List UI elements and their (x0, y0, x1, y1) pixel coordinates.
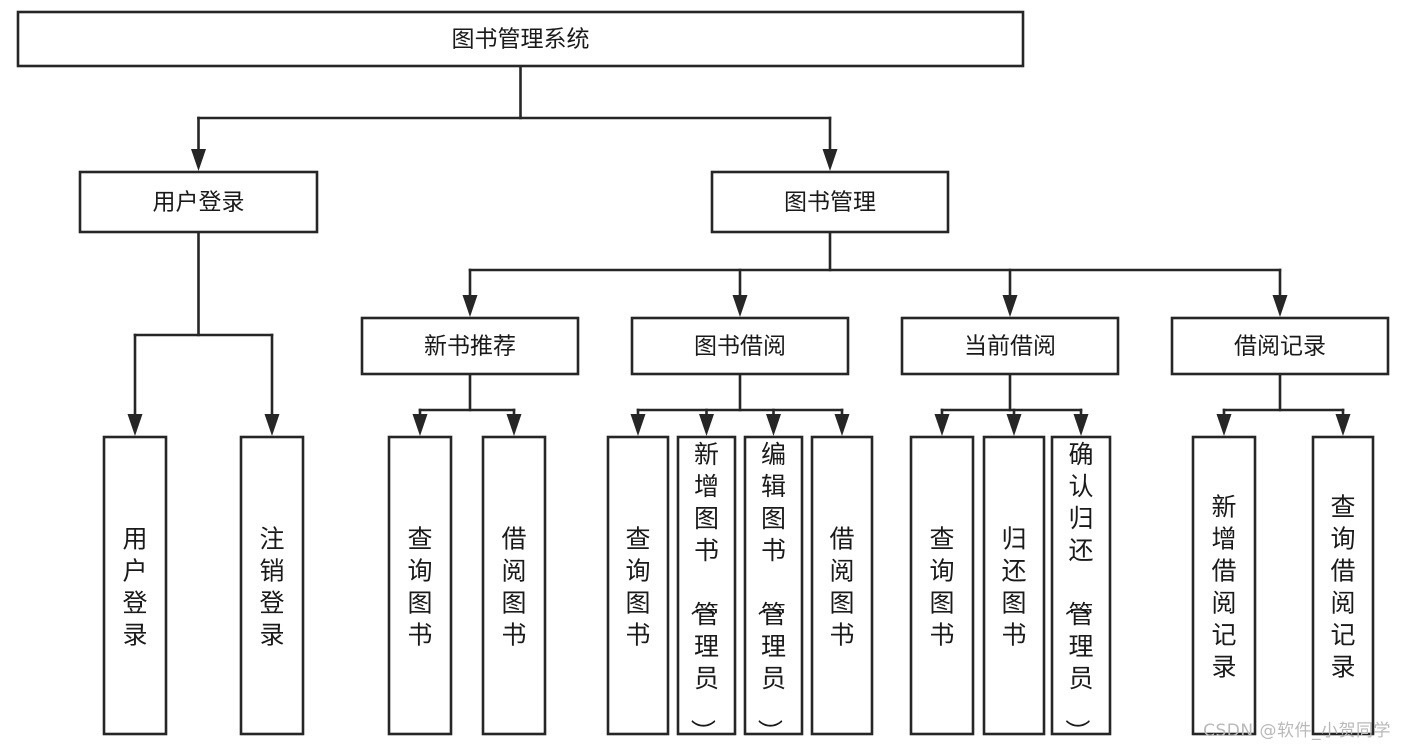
arrow-head-icon (127, 414, 143, 436)
node-box[interactable] (1311, 435, 1375, 736)
node-label: 用户登录 (122, 525, 147, 650)
node-label: 查询借阅记录 (1330, 493, 1355, 682)
node-label: 查询图书 (929, 525, 954, 650)
node-leaf-confirm-return[interactable]: 确认归还（管理员） (1050, 435, 1112, 744)
node-leaf-edit-book[interactable]: 编辑图书（管理员） (743, 435, 804, 744)
node-box[interactable] (900, 316, 1120, 376)
arrow-head-icon (1216, 414, 1232, 436)
node-leaf-add-record[interactable]: 新增借阅记录 (1191, 435, 1257, 736)
node-box[interactable] (1191, 435, 1257, 736)
arrow-head-icon (1272, 295, 1288, 317)
arrow-head-icon (834, 414, 850, 436)
edge-group-user_login (127, 230, 280, 436)
node-label: 新增借阅记录 (1211, 493, 1236, 682)
node-leaf-borrow-book-2[interactable]: 借阅图书 (810, 435, 874, 736)
node-user-login[interactable]: 用户登录 (78, 170, 319, 234)
node-label: 新增图书（管理员） (688, 440, 719, 744)
node-label: 图书借阅 (694, 334, 786, 360)
arrow-head-icon (462, 295, 478, 317)
node-leaf-query-record[interactable]: 查询借阅记录 (1311, 435, 1375, 736)
node-box[interactable] (102, 435, 168, 736)
node-leaf-user-login[interactable]: 用户登录 (102, 435, 168, 736)
node-box[interactable] (481, 435, 547, 736)
node-label: 注销登录 (259, 525, 284, 650)
arrow-head-icon (732, 295, 748, 317)
node-box[interactable] (239, 435, 305, 736)
nodes-layer: 图书管理系统用户登录图书管理新书推荐图书借阅当前借阅借阅记录用户登录注销登录查询… (16, 10, 1390, 744)
edge-group-root (191, 64, 838, 171)
node-leaf-add-book[interactable]: 新增图书（管理员） (676, 435, 737, 744)
node-label: 新书推荐 (424, 334, 516, 360)
node-box[interactable] (909, 435, 975, 736)
node-current-borrow[interactable]: 当前借阅 (900, 316, 1120, 376)
edge-group-borrow_record (1216, 372, 1351, 436)
node-new-book-rec[interactable]: 新书推荐 (360, 316, 580, 376)
edges-layer (127, 64, 1351, 436)
arrow-head-icon (1006, 414, 1022, 436)
arrow-head-icon (1002, 295, 1018, 317)
node-leaf-query-book-3[interactable]: 查询图书 (909, 435, 975, 736)
node-label: 当前借阅 (964, 334, 1056, 360)
node-leaf-return-book[interactable]: 归还图书 (982, 435, 1046, 736)
node-box[interactable] (630, 316, 850, 376)
node-label: 借阅图书 (501, 525, 526, 650)
arrow-head-icon (630, 414, 646, 436)
arrow-head-icon (1335, 414, 1351, 436)
node-box[interactable] (810, 435, 874, 736)
edge-group-new_book_rec (412, 372, 522, 436)
node-label: 编辑图书（管理员） (755, 440, 786, 744)
node-box[interactable] (606, 435, 670, 736)
arrow-head-icon (766, 414, 781, 436)
node-label: 确认归还（管理员） (1062, 440, 1093, 744)
node-label: 查询图书 (407, 525, 432, 650)
arrow-head-icon (822, 149, 838, 171)
arrow-head-icon (934, 414, 950, 436)
node-label: 图书管理系统 (452, 27, 590, 53)
arrow-head-icon (1073, 414, 1089, 436)
node-label: 图书管理 (784, 190, 876, 216)
node-label: 查询图书 (625, 525, 650, 650)
node-box[interactable] (360, 316, 580, 376)
edge-group-current_borrow (934, 372, 1089, 436)
node-leaf-query-book-2[interactable]: 查询图书 (606, 435, 670, 736)
node-box[interactable] (1050, 435, 1112, 736)
node-label: 归还图书 (1001, 525, 1026, 650)
watermark-text: CSDN @软件_小贺同学 (1203, 721, 1391, 741)
node-label: 借阅记录 (1234, 334, 1326, 360)
edge-group-book_borrow (630, 372, 850, 436)
arrow-head-icon (264, 414, 280, 436)
edge-group-book_manage (462, 230, 1288, 317)
node-box[interactable] (743, 435, 804, 736)
node-leaf-query-book-1[interactable]: 查询图书 (387, 435, 453, 736)
node-box[interactable] (78, 170, 319, 234)
node-borrow-record[interactable]: 借阅记录 (1170, 316, 1390, 376)
node-label: 借阅图书 (829, 525, 854, 650)
node-leaf-borrow-book-1[interactable]: 借阅图书 (481, 435, 547, 736)
node-box[interactable] (387, 435, 453, 736)
node-box[interactable] (710, 170, 950, 234)
node-book-manage[interactable]: 图书管理 (710, 170, 950, 234)
arrow-head-icon (699, 414, 714, 436)
node-box[interactable] (16, 10, 1025, 68)
node-root[interactable]: 图书管理系统 (16, 10, 1025, 68)
node-label: 用户登录 (153, 190, 245, 216)
node-box[interactable] (1170, 316, 1390, 376)
node-box[interactable] (676, 435, 737, 736)
arrow-head-icon (412, 414, 428, 436)
arrow-head-icon (191, 149, 206, 171)
node-box[interactable] (982, 435, 1046, 736)
node-leaf-logout[interactable]: 注销登录 (239, 435, 305, 736)
node-book-borrow[interactable]: 图书借阅 (630, 316, 850, 376)
arrow-head-icon (506, 414, 522, 436)
